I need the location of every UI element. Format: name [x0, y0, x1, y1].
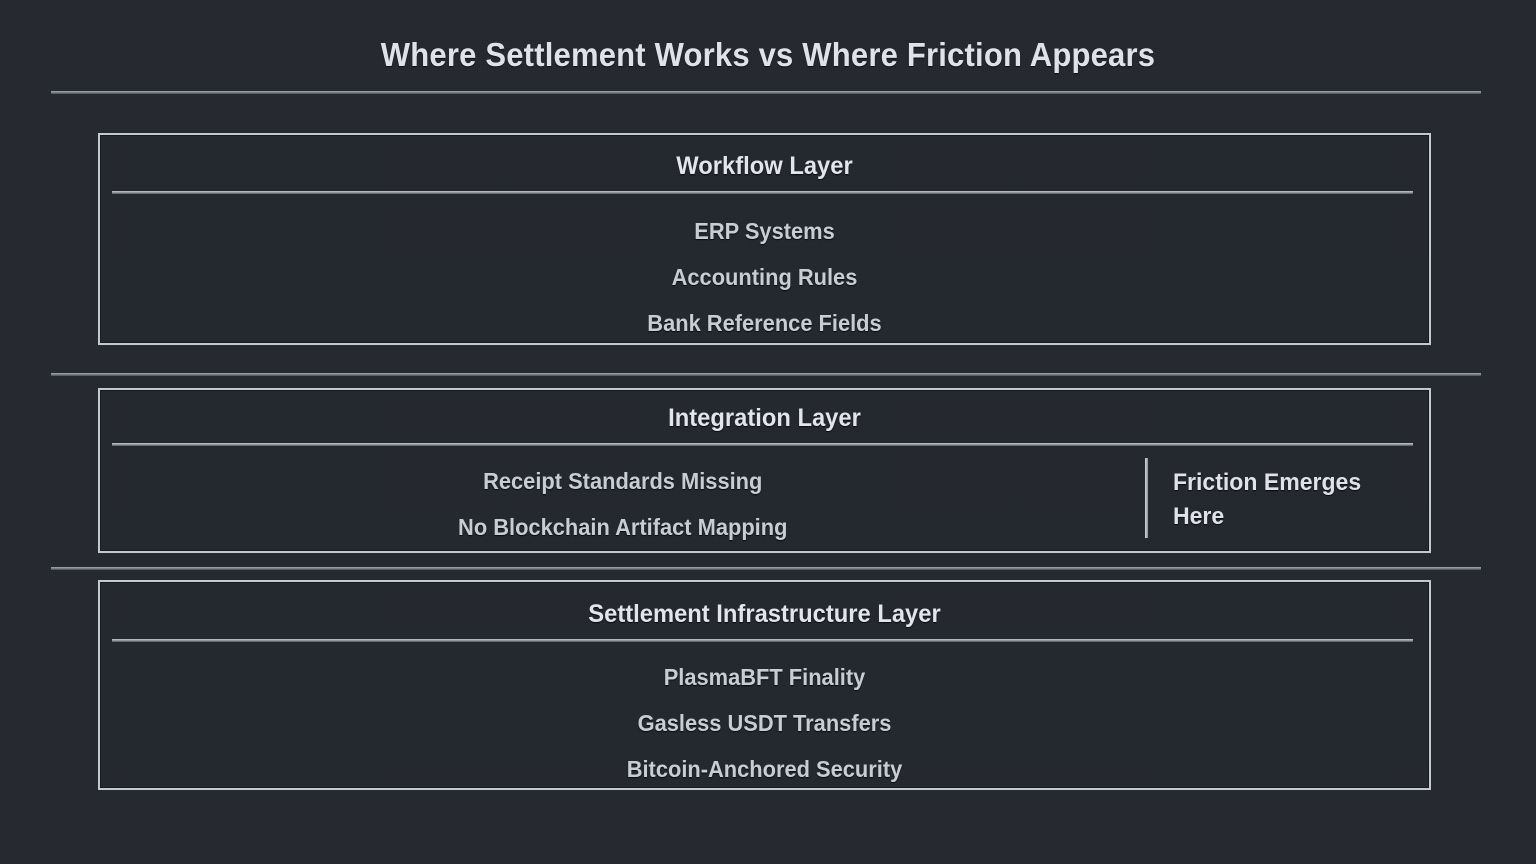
- panel-settlement-title-divider: [112, 639, 1413, 642]
- list-item: Bitcoin-Anchored Security: [626, 756, 903, 782]
- list-item: No Blockchain Artifact Mapping: [458, 514, 788, 540]
- list-item: Bank Reference Fields: [647, 310, 882, 336]
- title-divider: [51, 91, 1481, 94]
- panel-settlement-items: PlasmaBFT Finality Gasless USDT Transfer…: [100, 642, 1429, 792]
- list-item: ERP Systems: [694, 218, 835, 244]
- panel-settlement-layer: Settlement Infrastructure Layer PlasmaBF…: [98, 580, 1431, 790]
- panel-workflow-items: ERP Systems Accounting Rules Bank Refere…: [100, 194, 1429, 346]
- layer-separator-1: [51, 373, 1481, 376]
- panel-integration-title: Integration Layer: [668, 404, 861, 432]
- layer-separator-2: [51, 567, 1481, 570]
- panel-settlement-body: PlasmaBFT Finality Gasless USDT Transfer…: [100, 642, 1429, 792]
- list-item: Receipt Standards Missing: [483, 468, 763, 494]
- panel-integration-title-divider: [112, 443, 1413, 446]
- list-item: PlasmaBFT Finality: [663, 664, 866, 690]
- list-item: Accounting Rules: [671, 264, 858, 290]
- friction-callout: Friction Emerges Here: [1173, 469, 1362, 530]
- list-item: Gasless USDT Transfers: [637, 710, 892, 736]
- panel-settlement-title: Settlement Infrastructure Layer: [588, 600, 941, 628]
- panel-integration-body: Receipt Standards Missing No Blockchain …: [100, 446, 1429, 550]
- panel-workflow-title: Workflow Layer: [676, 152, 853, 180]
- panel-workflow-body: ERP Systems Accounting Rules Bank Refere…: [100, 194, 1429, 346]
- panel-workflow-title-divider: [112, 191, 1413, 194]
- panel-integration-layer: Integration Layer Receipt Standards Miss…: [98, 388, 1431, 553]
- vertical-divider: [1145, 458, 1149, 538]
- page-title: Where Settlement Works vs Where Friction…: [380, 36, 1156, 73]
- panel-integration-items: Receipt Standards Missing No Blockchain …: [100, 446, 1145, 550]
- panel-workflow-layer: Workflow Layer ERP Systems Accounting Ru…: [98, 133, 1431, 345]
